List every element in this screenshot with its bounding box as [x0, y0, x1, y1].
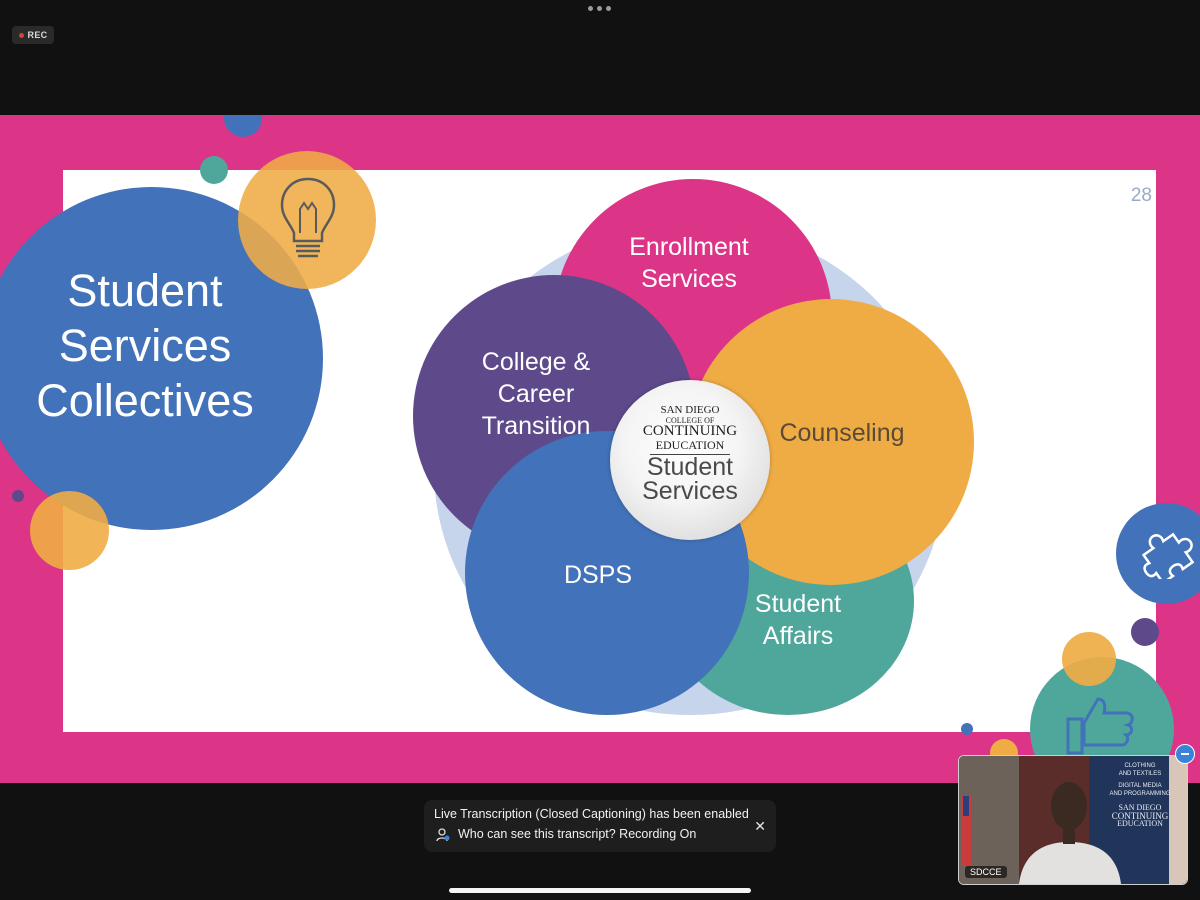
slide-title: Student Services Collectives — [36, 265, 254, 426]
decor-bubble — [1131, 618, 1159, 646]
transcript-visibility-link[interactable]: Who can see this transcript? Recording O… — [458, 827, 697, 841]
shared-slide: 28 Student Services Collectives Enrollme… — [0, 115, 1200, 783]
banner-text: CLOTHING AND TEXTILES DIGITAL MEDIA AND … — [1109, 762, 1171, 828]
banner-line: SAN DIEGO — [1118, 803, 1162, 812]
logo-subtitle: Student Services — [642, 453, 738, 505]
transcription-status-text: Live Transcription (Closed Captioning) h… — [434, 807, 749, 821]
decor-bubble — [1062, 632, 1116, 686]
close-icon[interactable]: ✕ — [754, 818, 766, 834]
banner-line: EDUCATION — [1117, 819, 1163, 828]
banner-line: DIGITAL MEDIA — [1118, 783, 1162, 789]
student-affairs-label: Student Affairs — [754, 590, 842, 650]
transcription-notification: Live Transcription (Closed Captioning) h… — [424, 800, 776, 852]
sdcce-logo: SAN DIEGO COLLEGE OF CONTINUING EDUCATIO… — [610, 380, 770, 540]
decor-bubble — [224, 115, 262, 137]
logo-divider — [650, 454, 730, 455]
minus-icon[interactable] — [1175, 744, 1195, 764]
banner-line: AND PROGRAMMING — [1109, 791, 1171, 797]
college-career-label: College & Career Transition — [481, 348, 591, 440]
more-options-icon[interactable] — [588, 6, 611, 11]
home-indicator[interactable] — [449, 888, 751, 893]
decor-bubble — [961, 723, 973, 735]
decor-bubble — [200, 156, 228, 184]
decor-bubble — [30, 491, 109, 570]
logo-line-3: CONTINUING — [642, 423, 738, 439]
participant-name-label: SDCCE — [965, 866, 1007, 878]
banner-line: AND TEXTILES — [1118, 771, 1162, 777]
person-icon — [436, 828, 450, 842]
enrollment-services-label: Enrollment Services — [629, 233, 749, 293]
speaker-video — [959, 756, 1187, 884]
banner-line: CLOTHING — [1124, 763, 1156, 769]
recording-indicator: REC — [12, 26, 54, 44]
decor-bubble — [12, 490, 24, 502]
logo-line-2: COLLEGE OF — [665, 416, 715, 425]
logo-line-4: EDUCATION — [655, 438, 725, 452]
banner-line: CONTINUING — [1111, 811, 1169, 821]
slide-page-number: 28 — [1130, 185, 1152, 206]
counseling-label: Counseling — [779, 419, 905, 447]
puzzle-icon — [1141, 532, 1195, 579]
video-thumbnail[interactable]: CLOTHING AND TEXTILES DIGITAL MEDIA AND … — [958, 755, 1188, 885]
lightbulb-icon — [280, 177, 336, 258]
recording-dot-icon — [18, 32, 24, 38]
lightbulb-circle — [238, 151, 376, 289]
thumbs-up-icon — [1066, 697, 1134, 755]
recording-label: REC — [27, 30, 48, 40]
dsps-label: DSPS — [563, 561, 633, 589]
logo-line-1: SAN DIEGO — [660, 404, 720, 416]
